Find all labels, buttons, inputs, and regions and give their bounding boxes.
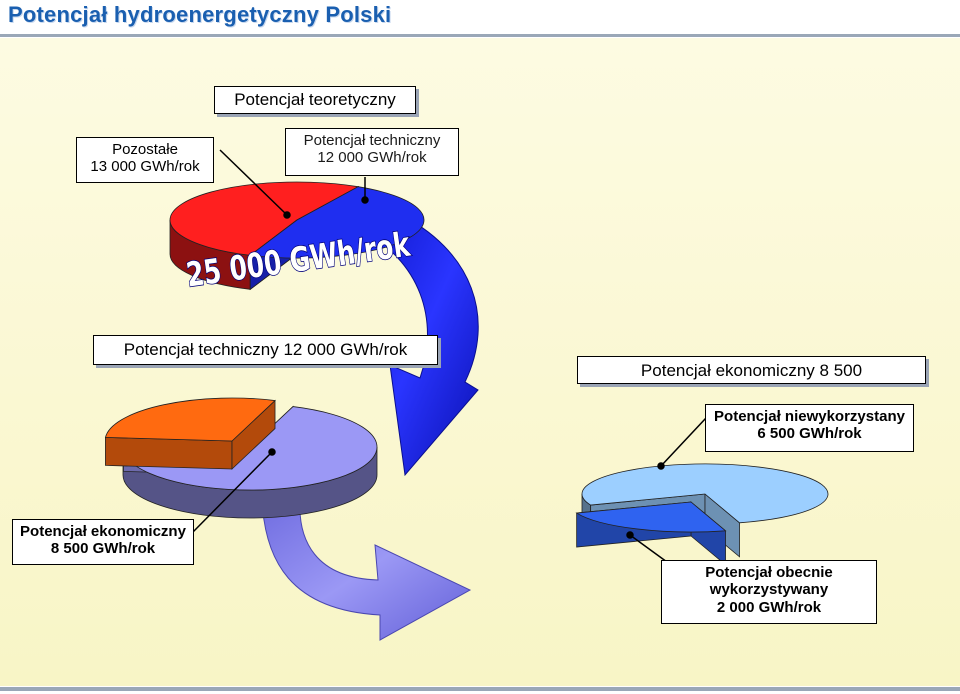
leader-dot-remaining	[283, 211, 291, 219]
economic-label: Potencjał ekonomiczny	[20, 523, 186, 540]
pie3-title: Potencjał ekonomiczny 8 500	[640, 361, 863, 380]
leader-line-remaining	[219, 149, 288, 216]
footer-divider	[0, 687, 960, 691]
leader-line-used	[629, 534, 668, 563]
pie-chart-economic	[575, 463, 829, 566]
leader-dot-unused	[657, 462, 665, 470]
used-value: 2 000 GWh/rok	[716, 598, 822, 616]
header-divider	[0, 34, 960, 37]
leader-line-unused	[660, 417, 707, 467]
used-label-box: Potencjał obecnie wykorzystywany 2 000 G…	[661, 560, 877, 624]
used-label-line1: Potencjał obecnie	[705, 564, 833, 581]
pie1-title-box: Potencjał teoretyczny	[214, 86, 416, 114]
pie-chart-technical	[104, 397, 378, 519]
remaining-label: Pozostałe	[112, 141, 178, 158]
remaining-value: 13 000 GWh/rok	[90, 158, 200, 176]
pie2-title: Potencjał techniczny 12 000 GWh/rok	[123, 340, 408, 359]
arrow-blue	[358, 211, 479, 477]
economic-label-box: Potencjał ekonomiczny 8 500 GWh/rok	[12, 519, 194, 565]
technical-label-box: Potencjał techniczny 12 000 GWh/rok	[285, 128, 459, 176]
pie3-slice-1	[575, 501, 727, 566]
pie2-title-box: Potencjał techniczny 12 000 GWh/rok	[93, 335, 438, 365]
technical-label: Potencjał techniczny	[303, 132, 441, 149]
unused-label-box: Potencjał niewykorzystany 6 500 GWh/rok	[705, 404, 914, 452]
page-title: Potencjał hydroenergetyczny Polski	[8, 2, 392, 27]
arrow-lavender	[261, 499, 472, 641]
technical-value: 12 000 GWh/rok	[317, 149, 427, 167]
leader-lines	[191, 149, 707, 563]
used-label-line2: wykorzystywany	[709, 581, 829, 599]
pie1-title: Potencjał teoretyczny	[234, 90, 396, 109]
pie1-slice-1	[249, 186, 425, 291]
leader-line-economic	[191, 451, 273, 534]
pie3-title-box: Potencjał ekonomiczny 8 500	[577, 356, 926, 384]
leader-dot-used	[626, 531, 634, 539]
header-bar: Potencjał hydroenergetyczny Polski	[0, 0, 960, 34]
unused-value: 6 500 GWh/rok	[757, 425, 862, 443]
pie2-slice-1	[104, 397, 276, 470]
remaining-label-box: Pozostałe 13 000 GWh/rok	[76, 137, 214, 183]
leader-dot-technical	[361, 196, 369, 204]
economic-value: 8 500 GWh/rok	[50, 540, 156, 558]
leader-dot-economic	[268, 448, 276, 456]
pie-chart-theoretical	[169, 181, 425, 291]
unused-label: Potencjał niewykorzystany	[714, 408, 905, 425]
